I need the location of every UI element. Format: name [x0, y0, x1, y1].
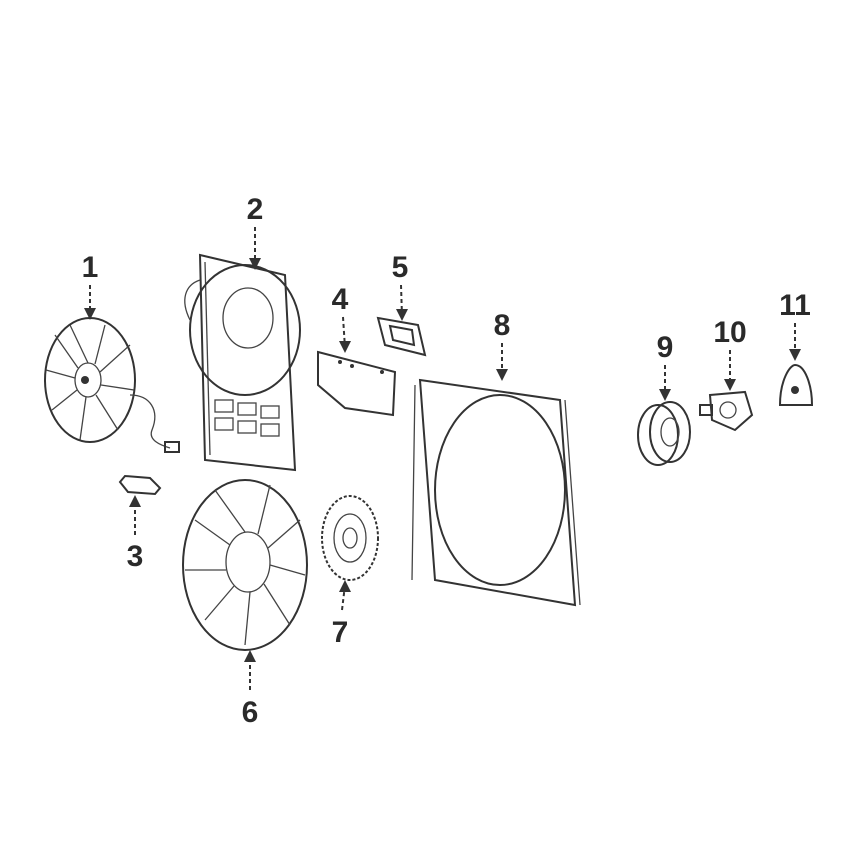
callout-label-6: 6: [242, 696, 259, 729]
callout-label-4: 4: [332, 283, 349, 316]
part-6-fan-blade: [182, 479, 308, 651]
part-10-switch: [699, 390, 754, 432]
part-8-radiator-shroud: [411, 378, 581, 607]
callout-label-2: 2: [247, 193, 264, 226]
callout-label-11: 11: [779, 289, 811, 322]
callout-label-3: 3: [127, 540, 144, 573]
callout-label-9: 9: [657, 331, 674, 364]
callout-label-5: 5: [392, 251, 409, 284]
callout-label-8: 8: [494, 309, 511, 342]
part-5-bracket: [376, 316, 427, 357]
part-3-clip: [118, 474, 162, 496]
part-2-fan-shroud: [184, 253, 301, 472]
callout-arrows: [84, 227, 801, 690]
callout-label-1: 1: [82, 251, 99, 284]
part-7-clutch: [321, 495, 379, 581]
callout-label-7: 7: [332, 616, 349, 649]
part-4-plate: [317, 350, 397, 417]
part-1-fan-motor: [44, 317, 180, 453]
part-9-pulley: [637, 401, 691, 466]
part-11-mount: [778, 363, 814, 406]
callout-label-10: 10: [713, 316, 746, 349]
